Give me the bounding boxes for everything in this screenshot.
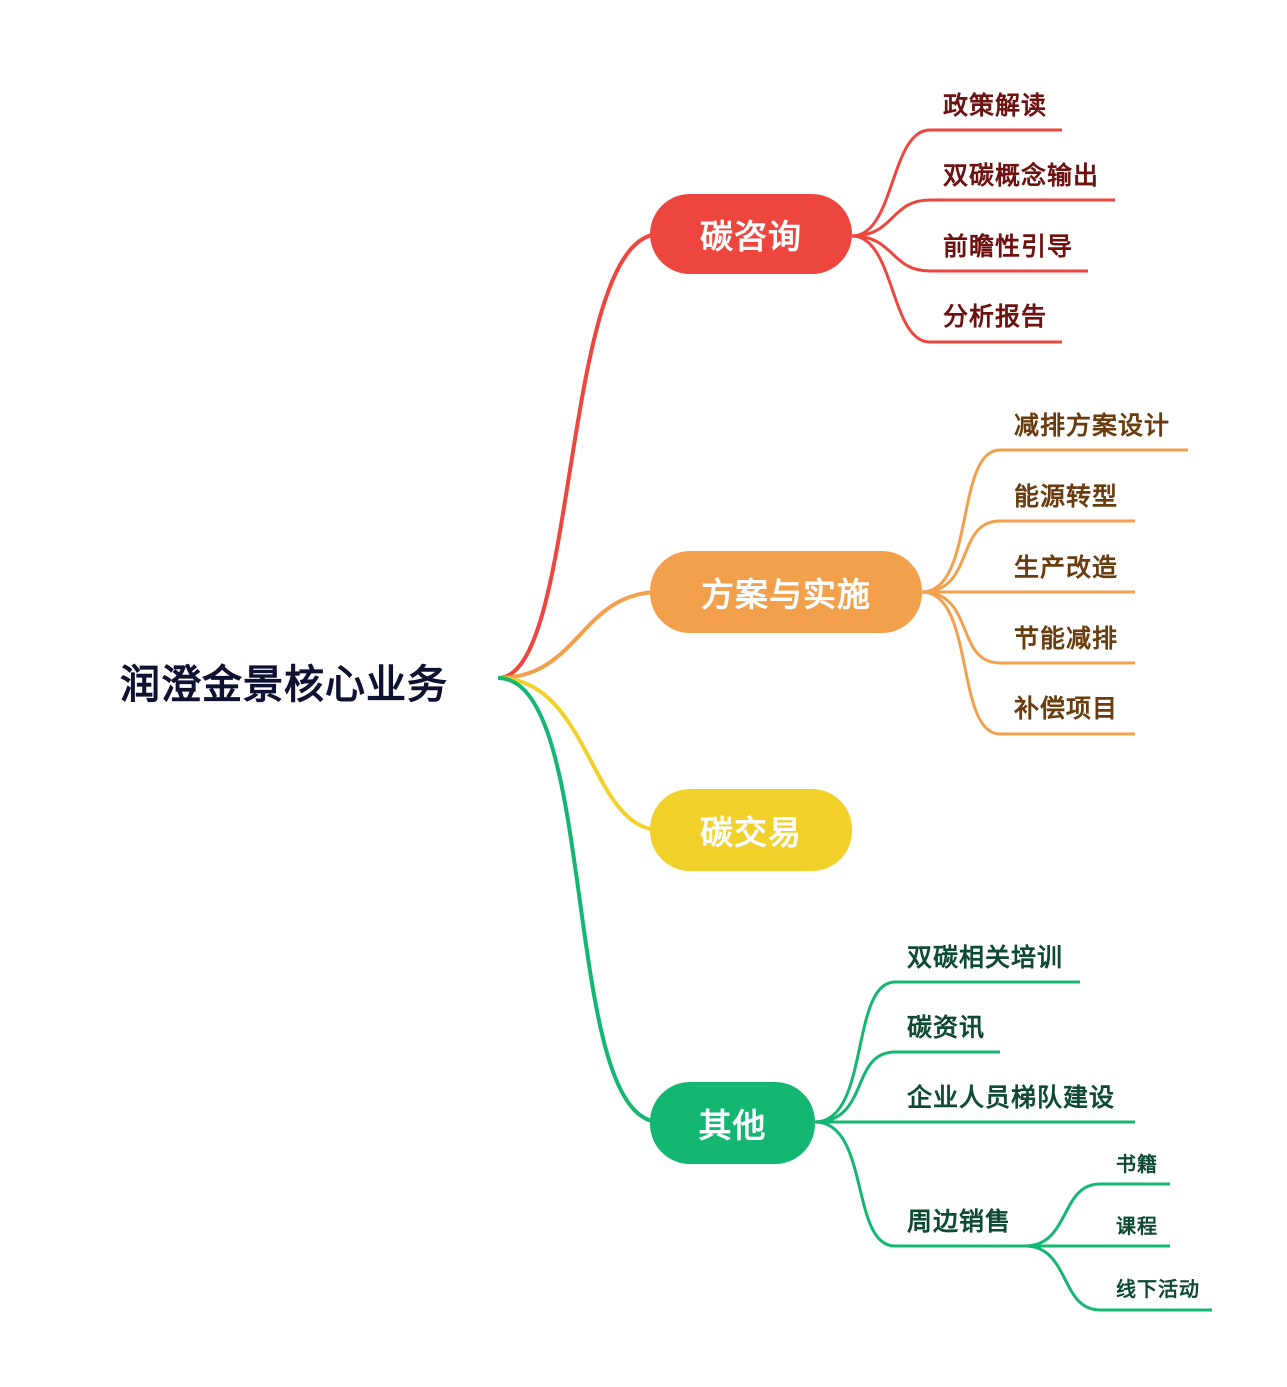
root-topic[interactable]: 润澄金景核心业务 xyxy=(120,662,448,708)
leaf-sale-2[interactable]: 课程 xyxy=(1116,1214,1158,1238)
branch-plan[interactable]: 方案与实施 xyxy=(650,551,922,633)
connector-root-trade xyxy=(497,676,661,832)
leaf-plan-4[interactable]: 节能减排 xyxy=(1014,624,1119,653)
connector-other-4 xyxy=(814,1120,1025,1248)
connector-plan-2 xyxy=(921,519,1135,594)
connector-plan-1 xyxy=(921,448,1188,594)
leaf-consult-1[interactable]: 政策解读 xyxy=(943,91,1048,120)
leaf-plan-1[interactable]: 减排方案设计 xyxy=(1014,411,1171,440)
leaf-plan-5[interactable]: 补偿项目 xyxy=(1014,694,1119,723)
connector-sale-3 xyxy=(1024,1244,1212,1312)
branch-consult[interactable]: 碳咨询 xyxy=(650,194,852,274)
connector-sale-1 xyxy=(1024,1182,1170,1248)
leaf-other-3[interactable]: 企业人员梯队建设 xyxy=(907,1083,1116,1112)
connector-plan-5 xyxy=(921,590,1135,736)
connector-other-2 xyxy=(814,1050,1000,1124)
leaf-plan-3[interactable]: 生产改造 xyxy=(1014,553,1119,582)
leaf-other-4[interactable]: 周边销售 xyxy=(907,1207,1012,1236)
connector-plan-4 xyxy=(921,590,1135,665)
leaf-other-2[interactable]: 碳资讯 xyxy=(907,1013,986,1042)
connector-root-plan xyxy=(497,590,661,680)
connector-consult-4 xyxy=(851,234,1062,344)
connector-root-other xyxy=(497,676,661,1124)
leaf-consult-2[interactable]: 双碳概念输出 xyxy=(943,161,1100,190)
connector-consult-3 xyxy=(851,234,1088,273)
connector-other-1 xyxy=(814,980,1080,1124)
connector-consult-1 xyxy=(851,128,1062,238)
leaf-sale-3[interactable]: 线下活动 xyxy=(1116,1277,1200,1301)
leaf-consult-3[interactable]: 前瞻性引导 xyxy=(943,232,1074,261)
connector-root-consult xyxy=(497,232,661,680)
connector-consult-2 xyxy=(851,198,1115,238)
branch-other[interactable]: 其他 xyxy=(650,1082,815,1164)
leaf-sale-1[interactable]: 书籍 xyxy=(1116,1152,1158,1176)
leaf-consult-4[interactable]: 分析报告 xyxy=(943,302,1048,331)
leaf-plan-2[interactable]: 能源转型 xyxy=(1014,482,1119,511)
leaf-other-1[interactable]: 双碳相关培训 xyxy=(907,943,1064,972)
branch-trade[interactable]: 碳交易 xyxy=(650,789,852,871)
